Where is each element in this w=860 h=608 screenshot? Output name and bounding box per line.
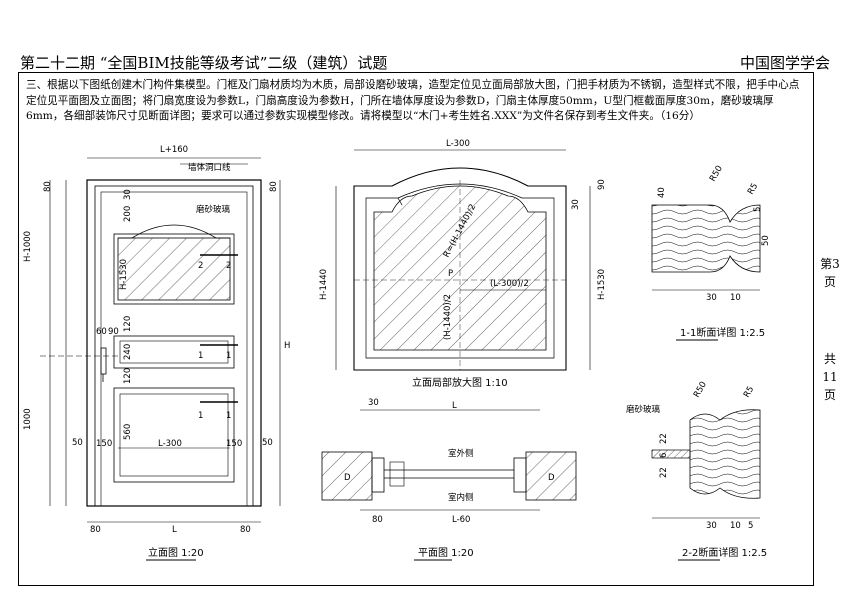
dim-150-right: 150 (226, 439, 242, 449)
drawing-frame (18, 72, 814, 586)
elevation-caption: 立面图 1:20 (148, 546, 204, 559)
enlarged-caption: 立面局部放大图 1:10 (412, 376, 508, 389)
section2-r5-top: R5 (742, 385, 756, 400)
dim-h: H (284, 341, 290, 351)
plan-labels: 室外侧 室内侧 L L-60 D D 30 80 平面图 1:20 (344, 398, 555, 559)
plan-caption: 平面图 1:20 (418, 547, 474, 559)
dim-80-bottom-left: 80 (90, 525, 101, 535)
dim-120-lower: 120 (123, 368, 133, 384)
section-2-view (651, 409, 761, 519)
door-handle (100, 347, 107, 375)
section1-dim-30: 30 (706, 293, 717, 303)
wall-opening-line-label: 墙体洞口线 (188, 162, 231, 173)
enlarged-dim-90: 90 (597, 179, 607, 190)
dim-l-plus-160: L+160 (160, 145, 188, 155)
plan-handle (389, 461, 405, 487)
section2-dim-10: 10 (730, 521, 741, 531)
page-number: 第3页 (820, 257, 840, 289)
section1-r5: R5 (746, 182, 760, 197)
section2-dim-30: 30 (706, 521, 717, 531)
section-mark-1-right: 1 (226, 351, 231, 361)
section2-dim-22-top: 22 (659, 433, 669, 444)
enlarged-half-height: (H-1440)/2 (443, 294, 453, 340)
section-mark-1b-left: 1 (198, 411, 203, 421)
section1-dim-5: 5 (753, 207, 763, 212)
section-1-view (651, 204, 761, 291)
dim-80-top-left: 80 (43, 181, 53, 192)
section1-dim-40: 40 (657, 187, 667, 198)
elevation-glass (117, 237, 231, 301)
dim-80-bottom-right: 80 (240, 525, 251, 535)
enlarged-dim-h-minus-1440: H-1440 (319, 269, 329, 300)
section1-dim-50: 50 (761, 235, 771, 246)
plan-view (321, 409, 577, 511)
question-text: 三、根据以下图纸创建木门构件集模型。门框及门扇材质均为木质，局部设磨砂玻璃，造型… (26, 79, 800, 122)
section1-r50: R50 (708, 164, 725, 183)
section-mark-1b-right: 1 (226, 411, 231, 421)
section1-dim-10: 10 (730, 293, 741, 303)
section2-dim-22-bottom: 22 (659, 467, 669, 478)
section2-dim-6: 6 (659, 453, 669, 458)
plan-dim-l-minus-60: L-60 (452, 515, 470, 525)
dim-h-minus-1530: H-1530 (119, 259, 129, 290)
dim-560: 560 (123, 424, 133, 440)
dim-1000: 1000 (23, 408, 33, 430)
page-total: 共11页 (822, 352, 838, 402)
section-mark-2-right: 2 (226, 261, 231, 271)
enlarged-glass (373, 185, 547, 351)
section2-dim-5: 5 (748, 521, 753, 531)
dim-30-top: 30 (123, 189, 133, 200)
dim-50-left: 50 (72, 438, 83, 448)
dim-50-right: 50 (262, 438, 273, 448)
dim-80-top-right: 80 (269, 181, 279, 192)
dim-120-upper: 120 (123, 316, 133, 332)
section2-caption: 2-2断面详图 1:2.5 (682, 546, 767, 559)
elevation-view (40, 157, 281, 523)
dim-h-minus-1000: H-1000 (23, 231, 33, 262)
section2-r50-top: R50 (692, 380, 709, 399)
section2-glass-label: 磨砂玻璃 (626, 404, 661, 415)
plan-dim-d-right: D (548, 473, 555, 483)
plan-outside-label: 室外侧 (448, 448, 474, 459)
dim-l: L (172, 525, 177, 535)
plan-dim-d-left: D (344, 473, 351, 483)
reference-point-p: P (448, 269, 453, 279)
plan-dim-l: L (452, 401, 457, 411)
dim-60: 60 (96, 327, 107, 337)
section2-glass (651, 449, 691, 459)
frosted-glass-label: 磨砂玻璃 (196, 204, 231, 215)
bottom-panel (113, 387, 235, 483)
enlarged-dim-30: 30 (571, 199, 581, 210)
dim-150-left: 150 (96, 439, 112, 449)
section-mark-1-left: 1 (198, 351, 203, 361)
organization-name: 中国图学学会 (739, 54, 830, 72)
door-outer-frame (86, 179, 262, 507)
section1-caption: 1-1断面详图 1:2.5 (680, 326, 765, 339)
dim-l-minus-300: L-300 (158, 439, 182, 449)
exam-title: 第二十二期 “全国BIM技能等级考试”二级（建筑）试题 (20, 54, 388, 72)
dim-200: 200 (123, 206, 133, 222)
plan-dim-80: 80 (372, 515, 383, 525)
dim-90: 90 (108, 327, 119, 337)
plan-wall-left (321, 451, 373, 501)
dim-240: 240 (123, 344, 133, 360)
plan-wall-right (525, 451, 577, 501)
plan-inside-label: 室内侧 (448, 492, 474, 503)
enlarged-dim-l-minus-300: L-300 (446, 139, 470, 149)
plan-dim-30: 30 (368, 398, 379, 408)
elevation-labels: L+160 墙体洞口线 磨砂玻璃 L-300 L H H-1000 H-1530… (23, 145, 290, 559)
section-mark-2-left: 2 (198, 261, 203, 271)
enlarged-view (335, 149, 591, 371)
enlarged-half-width: (L-300)/2 (490, 279, 529, 289)
middle-panel (113, 335, 235, 369)
enlarged-dim-h-minus-1530: H-1530 (597, 269, 607, 300)
